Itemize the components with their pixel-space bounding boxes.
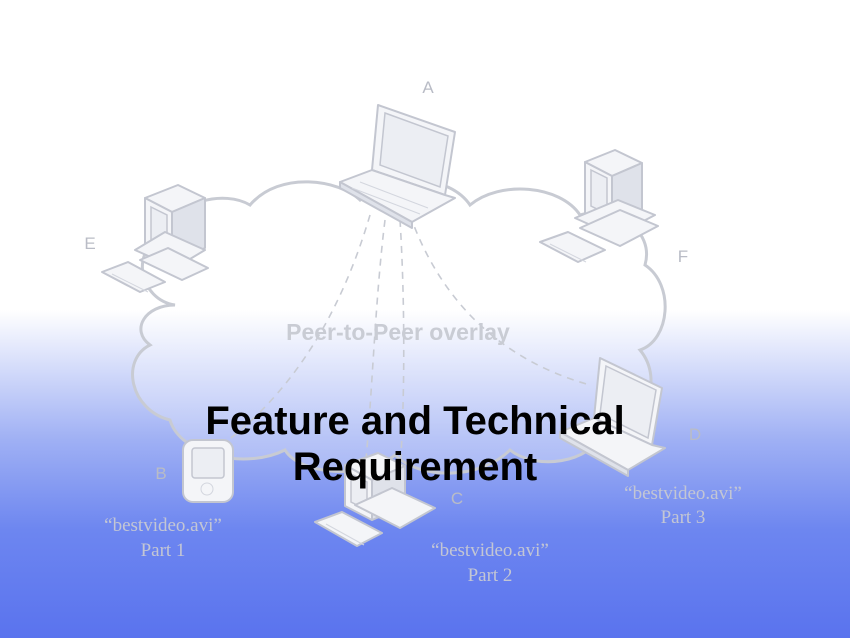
link-a-b: [214, 214, 371, 451]
file-name-part2: “bestvideo.avi”: [431, 540, 549, 561]
node-label-e: E: [84, 234, 95, 253]
laptop-icon: [339, 104, 456, 229]
file-name-part3: “bestvideo.avi”: [624, 483, 742, 504]
slide-title-line2: Requirement: [292, 445, 538, 489]
link-a-d: [409, 214, 591, 386]
laptop-icon: [559, 357, 666, 477]
node-label-c: C: [451, 489, 463, 508]
slide-title-line1: Feature and Technical: [205, 399, 625, 443]
slide-title: Feature and Technical Requirement: [120, 398, 710, 490]
file-name-part1: “bestvideo.avi”: [104, 515, 222, 536]
node-label-a: A: [422, 78, 434, 97]
desktop-computer-icon: [101, 184, 209, 293]
link-a-c2: [399, 219, 405, 471]
pda-icon: [182, 439, 234, 503]
node-label-f: F: [678, 247, 688, 266]
node-label-b: B: [155, 464, 166, 483]
overlay-label: Peer-to-Peer overlay: [286, 319, 510, 345]
link-a-c1: [364, 219, 386, 471]
file-part3: Part 3: [661, 507, 706, 528]
file-part2: Part 2: [468, 565, 513, 586]
node-label-d: D: [689, 425, 701, 444]
desktop-computer-icon: [314, 452, 436, 547]
file-part1: Part 1: [141, 540, 186, 561]
desktop-computer-icon: [539, 149, 659, 263]
